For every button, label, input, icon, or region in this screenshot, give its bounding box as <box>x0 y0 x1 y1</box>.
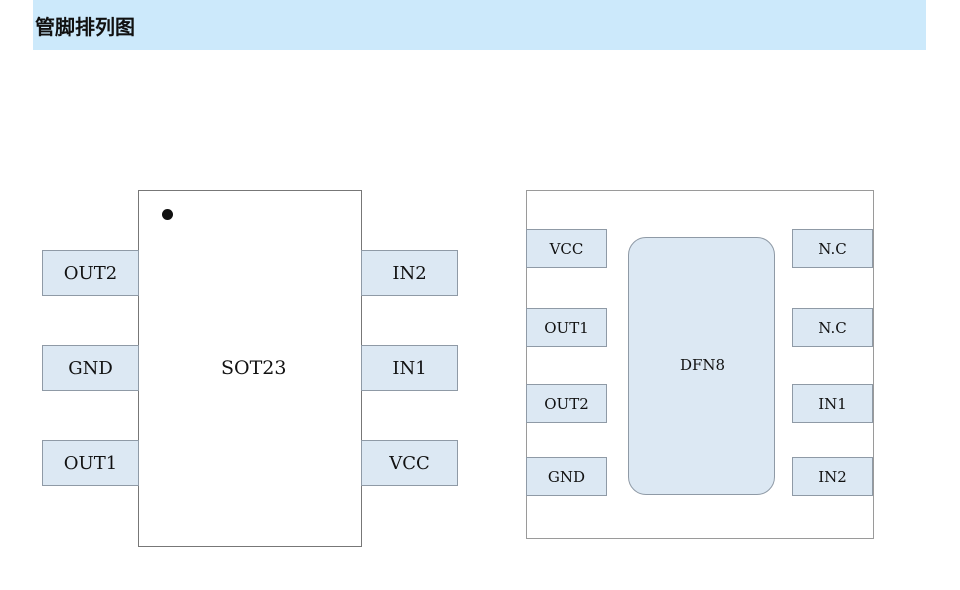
sot23-pin-in2: IN2 <box>361 250 458 296</box>
sot23-label: SOT23 <box>221 357 287 379</box>
dfn8-pin-nc-2: N.C <box>792 308 873 347</box>
sot23-body <box>138 190 362 547</box>
dfn8-pin-gnd: GND <box>526 457 607 496</box>
dfn8-label: DFN8 <box>680 356 726 374</box>
dfn8-pin-out2: OUT2 <box>526 384 607 423</box>
sot23-pin-in1: IN1 <box>361 345 458 391</box>
section-title: 管脚排列图 <box>35 15 135 39</box>
section-header: 管脚排列图 <box>33 0 926 50</box>
sot23-pin-out1: OUT1 <box>42 440 139 486</box>
dfn8-pin-in1: IN1 <box>792 384 873 423</box>
sot23-pin-vcc: VCC <box>361 440 458 486</box>
pin1-marker-dot <box>162 209 173 220</box>
sot23-pin-out2: OUT2 <box>42 250 139 296</box>
dfn8-pin-in2: IN2 <box>792 457 873 496</box>
dfn8-pin-vcc: VCC <box>526 229 607 268</box>
dfn8-pin-out1: OUT1 <box>526 308 607 347</box>
dfn8-exposed-pad <box>628 237 775 495</box>
sot23-pin-gnd: GND <box>42 345 139 391</box>
dfn8-pin-nc-1: N.C <box>792 229 873 268</box>
